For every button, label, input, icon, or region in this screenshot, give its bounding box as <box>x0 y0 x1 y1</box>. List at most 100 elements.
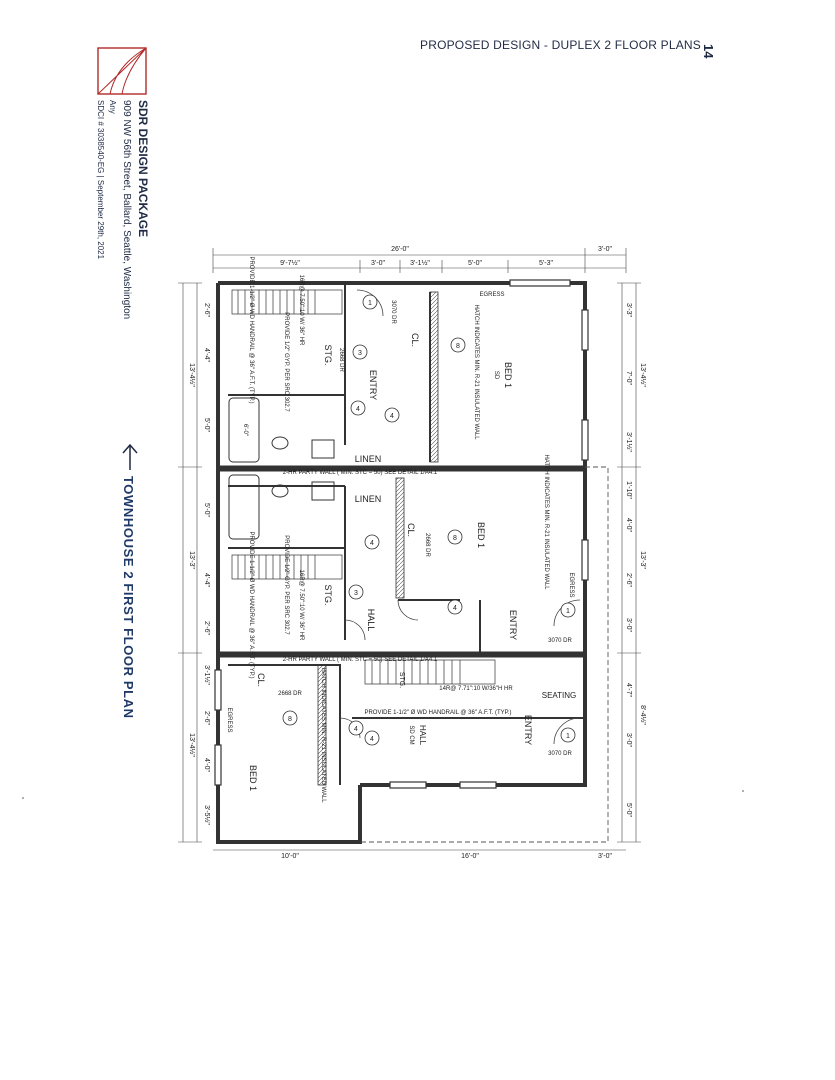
party-wall-note-bottom: 2-HR PARTY WALL ( MIN. STC = 50) SEE DET… <box>283 657 438 663</box>
svg-text:8: 8 <box>453 535 457 542</box>
svg-text:4: 4 <box>453 605 457 612</box>
firm-logo <box>96 46 148 96</box>
room-closet-top: CL. <box>410 333 420 347</box>
dim-top-overall: 26'-0" <box>391 246 409 253</box>
door-3070-top: 3070 DR <box>390 300 396 324</box>
tag-13: 1 <box>560 602 576 618</box>
tag-2: 3 <box>352 344 368 360</box>
dim-left-4: 13'-4½" <box>188 363 196 387</box>
svg-text:3: 3 <box>358 350 362 357</box>
handrail-note-bottom: PROVIDE 1-1/2" Ø WD HANDRAIL @ 36" A.F.T… <box>364 710 511 716</box>
dim-right-1: 3'-3" <box>625 303 632 317</box>
room-closet-middle: CL. <box>406 523 416 537</box>
egress-label-bottom: EGRESS <box>226 707 232 732</box>
party-walls <box>218 465 585 658</box>
tag-11: 8 <box>282 710 298 726</box>
svg-text:1: 1 <box>368 300 372 307</box>
dim-top-3: 3'-1½" <box>410 259 430 267</box>
room-bed1-middle: BED 1 <box>476 522 486 548</box>
dashed-porch <box>360 466 609 843</box>
gyp-note-middle: PROVIDE 1/2" GYP. PER SRC 302.7 <box>283 535 289 635</box>
title-block-line3: Any <box>108 100 117 114</box>
dim-right-4: 13'-4½" <box>639 363 647 387</box>
room-linen-top: LINEN <box>355 454 382 464</box>
svg-text:3: 3 <box>354 590 358 597</box>
dim-left-10: 2'-6" <box>203 711 210 725</box>
title-block-address: 909 NW 56th Street, Ballard, Seattle, Wa… <box>121 100 132 320</box>
gyp-note-top: PROVIDE 1/2" GYP. PER SRC 302.7 <box>283 312 289 412</box>
dim-right-2: 7'-0" <box>625 371 632 385</box>
stairs <box>231 289 496 685</box>
svg-text:1: 1 <box>566 733 570 740</box>
egress-label-middle: EGRESS <box>568 572 574 597</box>
dim-bottom-1: 10'-0" <box>281 853 299 860</box>
room-closet-bottom: CL. <box>256 673 266 687</box>
tag-14: 1 <box>560 727 576 743</box>
tag-6: 4 <box>364 534 380 550</box>
title-block-permit: SDCI # 3038540-EG | September 29th, 2021 <box>96 100 105 260</box>
tag-12: 4 <box>348 720 364 736</box>
svg-text:8: 8 <box>456 343 460 350</box>
dim-left-6: 4'-4" <box>203 573 210 587</box>
svg-text:8: 8 <box>288 716 292 723</box>
windows <box>214 279 589 789</box>
bath-fixtures <box>228 397 335 540</box>
north-arrow-icon <box>120 442 140 472</box>
room-storage-top: STG. <box>323 344 333 365</box>
plan-title: TOWNHOUSE 2 FIRST FLOOR PLAN <box>121 476 136 719</box>
dim-top-5: 5'-3" <box>539 260 553 267</box>
tag-7: 8 <box>447 529 463 545</box>
hatch-note-middle: HATCH INDICATES MIN. R-21 INSULATED WALL <box>543 454 549 590</box>
dim-right-3: 3'-1½" <box>625 432 633 452</box>
tag-9: 4 <box>447 599 463 615</box>
room-hall-bottom: HALL <box>418 725 427 746</box>
room-entry-top: ENTRY <box>368 370 378 400</box>
room-hall-middle: HALL <box>366 609 376 632</box>
dim-right-7: 2'-6" <box>625 573 632 587</box>
dim-right-12: 8'-4½" <box>639 705 647 725</box>
dim-left-13: 3'-5½" <box>203 805 211 825</box>
dim-top-1: 9'-7½" <box>280 259 300 267</box>
room-storage-middle: STG. <box>323 584 333 605</box>
dim-left-7: 2'-6" <box>203 621 210 635</box>
dimension-lines <box>178 248 641 851</box>
svg-text:4: 4 <box>370 540 374 547</box>
scan-dot <box>22 797 24 799</box>
room-entry-bottom: ENTRY <box>523 715 533 745</box>
hatch-note-bottom: HATCH INDICATES MIN. R-21 INSULATED WALL <box>320 667 326 803</box>
svg-text:1: 1 <box>566 608 570 615</box>
tag-1: 1 <box>362 294 378 310</box>
dim-bottom-3: 3'-0" <box>598 853 612 860</box>
room-seating: SEATING <box>542 691 577 700</box>
room-linen-middle: LINEN <box>355 494 382 504</box>
tag-3: 4 <box>350 400 366 416</box>
smoke-detector-label: SD <box>493 371 499 380</box>
dim-right-8: 3'-0" <box>625 618 632 632</box>
tag-8: 3 <box>348 584 364 600</box>
room-bed1-bottom: BED 1 <box>248 765 258 791</box>
party-wall-note-top: 2-HR PARTY WALL ( MIN. STC = 50) SEE DET… <box>283 470 438 476</box>
dim-right-9: 13'-3" <box>639 551 646 569</box>
stairs-note-bottom: 14R@ 7.71":10 W/36"H HR <box>439 686 513 692</box>
egress-label-top: EGRESS <box>479 292 504 298</box>
scan-dot <box>742 790 744 792</box>
bottom-dimensions: 10'-0" 16'-0" 3'-0" <box>281 853 612 860</box>
dim-right-6: 4'-0" <box>625 518 632 532</box>
handrail-note-top: PROVIDE 1-1/2" Ø WD HANDRAIL @ 36" A.F.T… <box>248 256 254 403</box>
top-dimensions: 26'-0" 9'-7½" 3'-0" 3'-1½" 5'-0" 5'-3" 3… <box>280 246 612 267</box>
room-bed1-top: BED 1 <box>503 362 513 388</box>
tag-5: 8 <box>450 337 466 353</box>
door-2668-middle: 2668 DR <box>424 533 430 557</box>
stairs-note-top: 16R@ 7.50":10 W/ 36" HR <box>298 275 304 346</box>
door-3070-bottom: 3070 DR <box>548 751 572 757</box>
dim-right-13: 5'-0" <box>625 803 632 817</box>
dim-top-6: 3'-0" <box>598 246 612 253</box>
dim-left-9: 3'-1½" <box>203 665 211 685</box>
tag-4: 4 <box>384 407 400 423</box>
smoke-co-detector-label: SD CM <box>408 725 414 744</box>
dim-right-10: 4'-7" <box>625 683 632 697</box>
dim-left-11: 4'-0" <box>203 758 210 772</box>
dim-left-1: 2'-6" <box>203 303 210 317</box>
stairs-note-middle: 16R@ 7.50":10 W/ 36" HR <box>298 570 304 641</box>
